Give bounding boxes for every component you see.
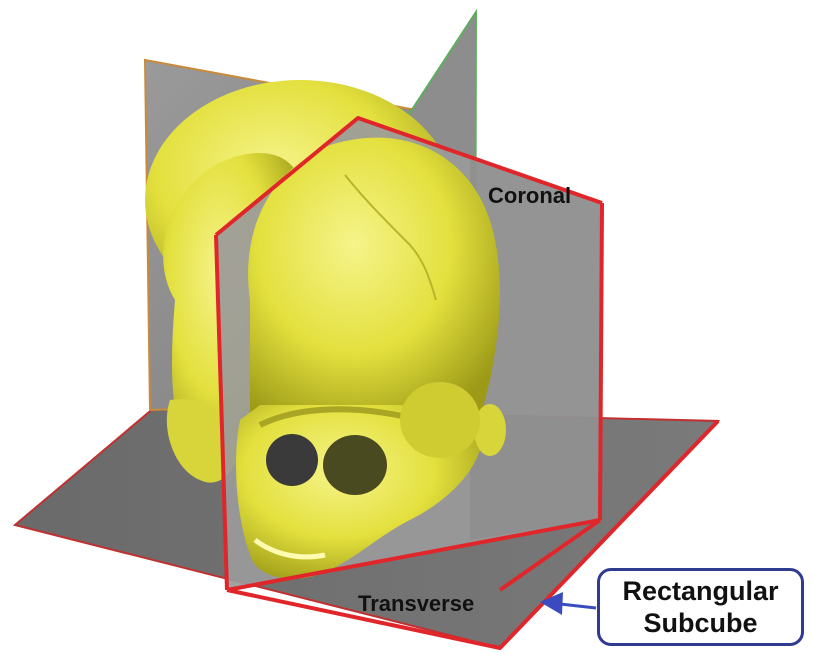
eye-socket-right — [323, 435, 387, 495]
subcube-edge-right — [600, 203, 602, 520]
eye-socket-left — [266, 434, 318, 486]
coronal-label: Coronal — [488, 183, 571, 208]
subcube-callout: Rectangular Subcube — [597, 568, 804, 646]
transverse-label: Transverse — [358, 591, 474, 616]
skull-right-side — [400, 382, 480, 458]
callout-line-2: Subcube — [643, 607, 757, 639]
callout-line-1: Rectangular — [622, 575, 778, 607]
